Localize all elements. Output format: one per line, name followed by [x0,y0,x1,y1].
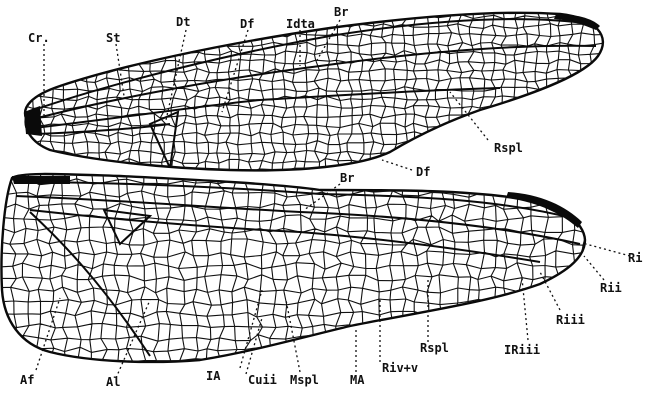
label-al: Al [106,375,120,389]
label-rspl-fore: Rspl [494,141,523,155]
label-mspl: Mspl [290,373,319,387]
label-dt: Dt [176,15,190,29]
label-ia: IA [206,369,221,383]
hind-wing-base-dark [12,176,70,184]
label-idta: Idta [286,17,315,31]
label-br-fore: Br [334,5,348,19]
label-br-hind: Br [340,171,354,185]
label-af: Af [20,373,34,387]
label-df-fore-lower: Df [416,165,430,179]
label-ma: MA [350,373,365,387]
label-cr: Cr. [28,31,50,45]
label-st: St [106,31,120,45]
label-rivv: Riv+v [382,361,418,375]
leader-rii [584,256,604,280]
leader-ri [586,244,630,256]
label-riii: Riii [556,313,585,327]
label-cuii: Cuii [248,373,277,387]
label-ri: Ri [628,251,642,265]
label-rspl-hind: Rspl [420,341,449,355]
label-iriii: IRiii [504,343,540,357]
label-df: Df [240,17,254,31]
label-rii: Rii [600,281,622,295]
leader-df-fore-lower [382,160,412,170]
